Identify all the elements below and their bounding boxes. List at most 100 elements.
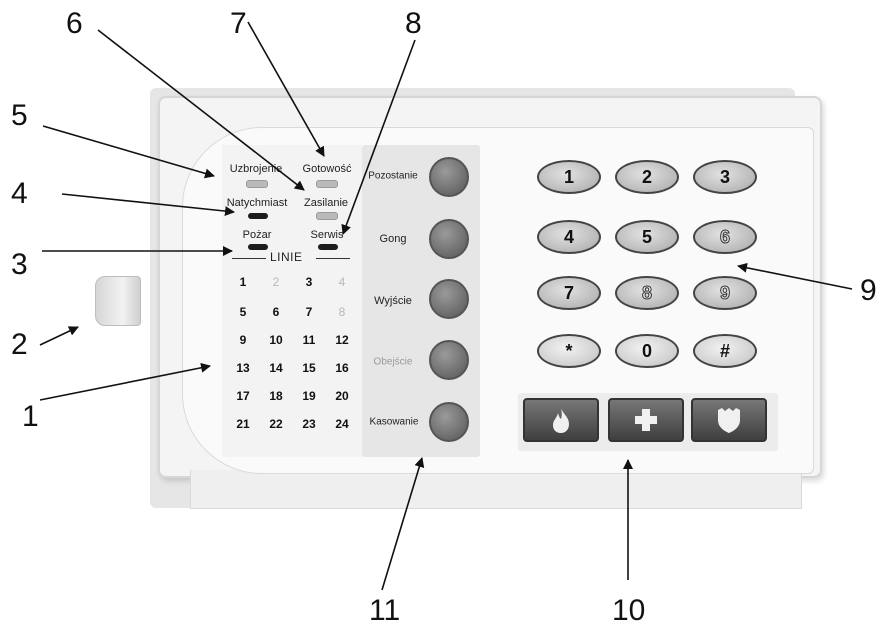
led-natychmiast [248, 213, 268, 219]
fn-label-wyjscie: Wyjście [374, 295, 412, 307]
keypad-key[interactable]: 8 [615, 276, 679, 310]
keypad-key-label: 8 [641, 283, 652, 303]
fire-alarm-button[interactable] [523, 398, 599, 442]
police-shield-icon [718, 408, 740, 433]
keypad-key-label: 1 [563, 167, 574, 187]
arrow-9 [737, 262, 853, 290]
keypad-key-label: 3 [719, 167, 730, 187]
zone-number: 17 [236, 389, 250, 403]
keypad-key[interactable]: * [537, 334, 601, 368]
callout-9: 9 [860, 274, 877, 307]
kasowanie-button[interactable] [429, 402, 469, 442]
linie-rule-right [316, 258, 350, 259]
zone-number: 1 [239, 275, 247, 289]
zone-number: 5 [239, 305, 247, 319]
zone-number: 15 [302, 361, 316, 375]
tamper-switch[interactable] [95, 276, 141, 326]
keypad-key[interactable]: 9 [693, 276, 757, 310]
led-pozar [248, 244, 268, 250]
led-label-zasilanie: Zasilanie [303, 197, 349, 209]
keypad-key-label: 4 [563, 227, 574, 247]
led-gotowosc [316, 180, 338, 188]
keypad-key[interactable]: 7 [537, 276, 601, 310]
arrow-7 [247, 21, 325, 157]
callout-4: 4 [11, 177, 28, 210]
callout-3: 3 [11, 248, 28, 281]
pozostanie-button[interactable] [429, 157, 469, 197]
led-label-pozar: Pożar [242, 229, 272, 241]
zone-number: 4 [338, 275, 346, 289]
obejscie-button[interactable] [429, 340, 469, 380]
police-alarm-button[interactable] [691, 398, 767, 442]
zone-number: 24 [335, 417, 349, 431]
zone-number: 11 [302, 333, 316, 347]
keypad-key-label: 2 [641, 167, 652, 187]
keypad-key-label: 7 [563, 283, 574, 303]
callout-10: 10 [612, 594, 646, 627]
arrow-1 [39, 362, 211, 401]
arrow-2 [39, 326, 79, 346]
zone-number: 22 [269, 417, 283, 431]
arrow-5 [42, 125, 215, 179]
callout-2: 2 [11, 328, 28, 361]
arrow-11 [381, 457, 425, 591]
zone-number: 14 [269, 361, 283, 375]
zone-number: 9 [239, 333, 247, 347]
fn-label-gong: Gong [379, 233, 407, 245]
linie-rule-left [232, 258, 266, 259]
led-label-serwis: Serwis [310, 229, 344, 241]
arrow-6 [97, 29, 305, 191]
arrow-4 [61, 193, 235, 217]
zone-number: 7 [305, 305, 313, 319]
wyjscie-button[interactable] [429, 279, 469, 319]
zone-number: 16 [335, 361, 349, 375]
callout-8: 8 [405, 7, 422, 40]
zone-number: 6 [272, 305, 280, 319]
zone-number: 10 [269, 333, 283, 347]
gong-button[interactable] [429, 219, 469, 259]
medical-alarm-button[interactable] [608, 398, 684, 442]
keypad-key[interactable]: 0 [615, 334, 679, 368]
led-label-gotowosc: Gotowość [302, 163, 352, 175]
linie-label: LINIE [270, 250, 303, 264]
keypad-key-label: 9 [719, 283, 730, 303]
zone-number: 13 [236, 361, 250, 375]
fire-icon [553, 408, 569, 433]
mounting-plate [190, 470, 802, 509]
keypad-key-label: # [719, 341, 730, 361]
led-label-uzbrojenie: Uzbrojenie [229, 163, 283, 175]
callout-1: 1 [22, 400, 39, 433]
zone-lines-header: LINIE [232, 250, 352, 266]
zone-number: 19 [302, 389, 316, 403]
fn-label-kasowanie: Kasowanie [369, 416, 419, 428]
keypad-key-label: * [565, 341, 573, 361]
zone-number: 20 [335, 389, 349, 403]
keypad-key[interactable]: 4 [537, 220, 601, 254]
led-uzbrojenie [246, 180, 268, 188]
led-zasilanie [316, 212, 338, 220]
keypad-key-label: 6 [719, 227, 730, 247]
keypad-key-label: 0 [641, 341, 652, 361]
keypad-key[interactable]: 6 [693, 220, 757, 254]
keypad-key[interactable]: 3 [693, 160, 757, 194]
zone-number: 3 [305, 275, 313, 289]
fn-label-pozostanie: Pozostanie [368, 170, 418, 182]
zone-number: 21 [236, 417, 250, 431]
led-serwis [318, 244, 338, 250]
medical-cross-icon [635, 409, 657, 431]
keypad-key[interactable]: 1 [537, 160, 601, 194]
keypad-key[interactable]: 5 [615, 220, 679, 254]
keypad-key[interactable]: # [693, 334, 757, 368]
led-label-natychmiast: Natychmiast [226, 197, 288, 209]
status-led-panel [222, 145, 362, 457]
zone-number: 2 [272, 275, 280, 289]
keypad-key[interactable]: 2 [615, 160, 679, 194]
keypad-key-label: 5 [641, 227, 652, 247]
arrow-8 [341, 39, 416, 235]
callout-11: 11 [369, 594, 401, 627]
callout-5: 5 [11, 99, 28, 132]
callout-6: 6 [66, 7, 83, 40]
zone-number: 12 [335, 333, 349, 347]
zone-number: 18 [269, 389, 283, 403]
